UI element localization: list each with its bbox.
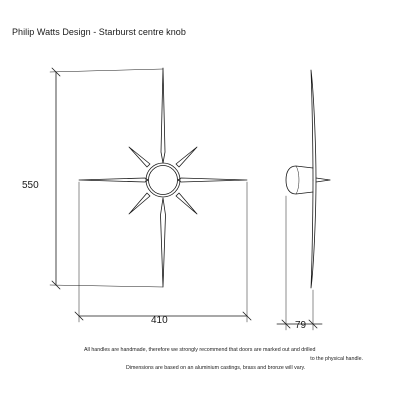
width-dimension: [74, 181, 252, 323]
note-line-dimensions: Dimensions are based on an aluminium cas…: [126, 365, 306, 371]
ray-top: [160, 67, 166, 164]
height-dimension: [49, 67, 164, 290]
width-label: 410: [151, 315, 168, 326]
ray-lower-left: [128, 192, 151, 215]
depth-dimension: [276, 195, 323, 331]
center-boss: [145, 162, 181, 198]
ray-right: [177, 177, 248, 183]
ray-upper-right: [175, 146, 198, 168]
note-line-handmade: All handles are handmade, therefore we s…: [84, 347, 316, 353]
center-boss-inner: [148, 165, 178, 195]
depth-label: 79: [295, 320, 307, 331]
note-line-physical-handle: to the physical handle.: [310, 356, 363, 362]
ray-left: [78, 177, 149, 183]
starburst-front-view: [78, 67, 248, 288]
page-title: Philip Watts Design - Starburst centre k…: [12, 27, 186, 37]
footer-notes: All handles are handmade, therefore we s…: [40, 346, 395, 373]
side-view: [285, 69, 331, 289]
ray-upper-left: [128, 146, 151, 168]
ray-lower-right: [175, 192, 198, 215]
height-label: 550: [22, 180, 39, 191]
ray-bottom: [160, 197, 166, 288]
